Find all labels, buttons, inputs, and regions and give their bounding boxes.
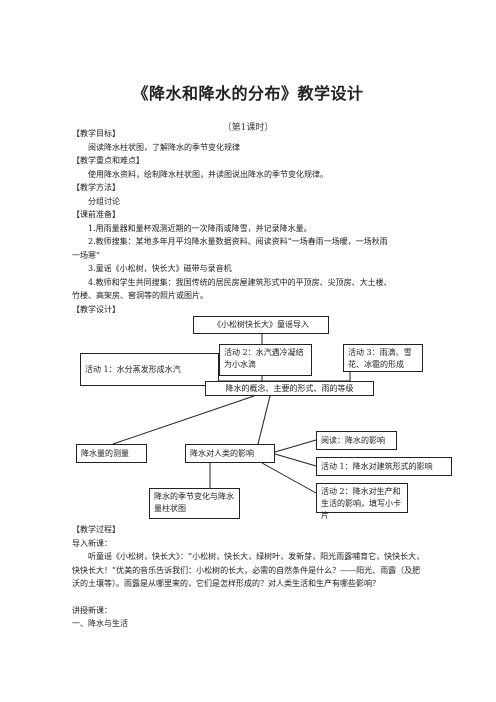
prep-item-4-cont: 竹楼、高架房、窖洞等的照片或图片。	[72, 291, 208, 300]
method-header: 【教学方法】	[72, 183, 120, 192]
connector-impact-build	[274, 453, 317, 467]
box-activity-3: 活动 3：雨滴、雪花、冰雹的形成	[343, 344, 423, 372]
process-header: 【教学过程】	[72, 525, 120, 534]
box-activity-2: 活动 2：水汽遇冷凝结为小水滴	[219, 344, 312, 376]
prep-header: 【课前准备】	[72, 210, 120, 219]
prep-item-3: 3.童谣《小松树，快长大》磁带与录音机	[88, 264, 232, 273]
connector-concept-measure	[112, 395, 255, 445]
prep-item-2: 2.教师搜集：某地多年月平均降水量数据资料、阅读资料“一场春雨一场暖，一场秋雨	[88, 237, 388, 246]
teaching-process: 【教学过程】 导入新课： 听童谣《小松树，快长大》：“小松树，快长大，绿树叶，发…	[72, 523, 432, 631]
box-activity-life: 活动 2：降水对生产和生活的影响，填写小卡片	[316, 483, 408, 520]
design-header: 【教学设计】	[72, 304, 120, 314]
lesson-sections: 【教学目标】 阅读降水柱状图，了解降水的季节变化规律 【教学重点和难点】 使用降…	[72, 127, 432, 316]
goal-header: 【教学目标】	[72, 129, 120, 138]
section-1-heading: 一、降水与生活	[72, 619, 128, 628]
key-header: 【教学重点和难点】	[72, 156, 144, 165]
box-read: 阅读：降水的影响	[316, 431, 397, 450]
key-text: 使用降水资料，绘制降水柱状图，并读图说出降水的季节变化规律。	[88, 169, 328, 179]
box-intro: 《小松树快长大》童谣导入	[193, 316, 329, 334]
box-concept: 降水的概念、主要的形式、雨的等级	[205, 381, 374, 396]
connector-concept-impact	[257, 395, 271, 445]
box-season: 降水的季节变化与降水量柱状图	[149, 488, 240, 519]
lesson-period: （第1课时）	[222, 123, 274, 133]
connector-impact-life	[261, 462, 317, 494]
box-activity-building: 活动 1：降水对建筑形式的影响	[316, 457, 452, 476]
intro-text: 听童谣《小松树，快长大》：“小松树，快长大，绿树叶，发新芽，阳光雨露哺育它，快快…	[72, 552, 425, 588]
box-impact: 降水对人类的影响	[185, 444, 275, 463]
prep-item-4: 4.教师和学生共同搜集：我国传统的居民房屋建筑形式中的平顶房、尖顶房、大土楼、	[88, 277, 392, 287]
prep-item-1: 1.用雨量器和量杯观测近期的一次降雨或降雪，并记录降水量。	[88, 223, 312, 233]
connector-impact-read	[274, 439, 317, 453]
method-text: 分组讨论	[88, 196, 120, 206]
box-measure: 降水量的测量	[76, 444, 147, 463]
prep-item-2-cont: 一场寒”	[72, 250, 101, 260]
page-title: 《降水和降水的分布》教学设计	[132, 84, 364, 103]
new-lesson-label: 讲授新课：	[72, 605, 112, 615]
box-activity-1: 活动 1：水分蒸发形成水汽	[80, 353, 219, 386]
goal-text: 阅读降水柱状图，了解降水的季节变化规律	[88, 142, 240, 152]
intro-label: 导入新课：	[72, 538, 112, 548]
